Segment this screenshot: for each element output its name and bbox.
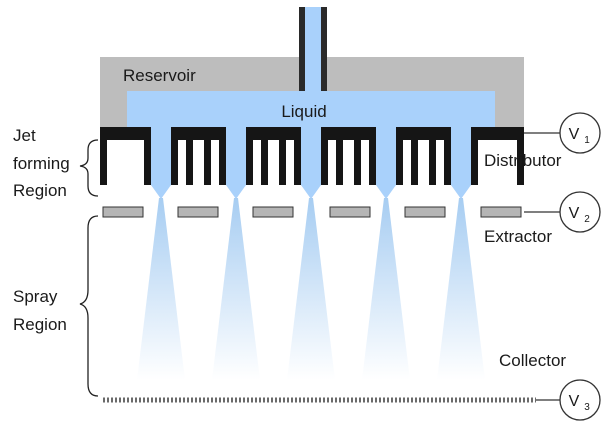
voltage-source-v1: V 1 [559, 112, 601, 154]
spray-cone [437, 198, 485, 380]
extractor [102, 206, 522, 218]
distributor-nozzle-wall [171, 127, 178, 185]
distributor-nozzle-wall [144, 127, 151, 185]
distributor-inner-wall [336, 127, 343, 185]
svg-text:1: 1 [584, 135, 590, 146]
spray-cones [137, 198, 485, 380]
distributor-inner-wall [186, 127, 193, 185]
distributor-outer-wall [100, 127, 107, 185]
distributor-channel [376, 127, 396, 185]
distributor-bar-segment [171, 127, 226, 140]
distributor-nozzle-wall [294, 127, 301, 185]
distributor-nozzle-wall [471, 127, 478, 185]
distributor-inner-wall [279, 127, 286, 185]
spray-cone [212, 198, 260, 380]
svg-text:2: 2 [584, 214, 590, 225]
distributor-bar-segment [396, 127, 451, 140]
svg-text:3: 3 [584, 402, 590, 413]
extractor-plate [480, 206, 522, 218]
spray-region-label-line2: Region [13, 315, 67, 334]
jet-region-label-line3: Region [13, 181, 67, 200]
distributor-bar-segment [246, 127, 301, 140]
svg-text:V: V [569, 126, 580, 143]
distributor-label: Distributor [484, 151, 562, 170]
jet-tip [151, 185, 171, 199]
distributor-nozzle-wall [219, 127, 226, 185]
extractor-plate [102, 206, 144, 218]
jet-tip [226, 185, 246, 199]
distributor-channel [151, 127, 171, 185]
distributor-bar-segment [321, 127, 376, 140]
distributor-inner-wall [429, 127, 436, 185]
jet-tip [376, 185, 396, 199]
spray-cone [362, 198, 410, 380]
collector-label: Collector [499, 351, 566, 370]
voltage-source-v3: V 3 [559, 379, 601, 421]
distributor-channel [451, 127, 471, 185]
extractor-plate [177, 206, 219, 218]
jet-tip [301, 185, 321, 199]
distributor-inner-wall [261, 127, 268, 185]
liquid-region [127, 91, 495, 127]
distributor-nozzle-wall [321, 127, 328, 185]
spray-cone [137, 198, 185, 380]
spray-cone [287, 198, 335, 380]
spray-region-label-line1: Spray [13, 287, 58, 306]
extractor-plate [252, 206, 294, 218]
jet-region-label-line2: forming [13, 154, 70, 173]
svg-text:V: V [569, 393, 580, 410]
distributor-nozzle-wall [369, 127, 376, 185]
distributor [100, 127, 524, 199]
distributor-inner-wall [411, 127, 418, 185]
jet-tip [451, 185, 471, 199]
distributor-nozzle-wall [396, 127, 403, 185]
feed-pipe-liquid [305, 7, 321, 95]
voltage-source-v2: V 2 [559, 191, 601, 233]
distributor-bar-segment [100, 127, 151, 140]
distributor-nozzle-wall [246, 127, 253, 185]
svg-text:V: V [569, 205, 580, 222]
liquid-label: Liquid [281, 102, 326, 121]
distributor-inner-wall [354, 127, 361, 185]
extractor-plate [329, 206, 371, 218]
distributor-channel [226, 127, 246, 185]
distributor-nozzle-wall [444, 127, 451, 185]
reservoir-label: Reservoir [123, 66, 196, 85]
distributor-inner-wall [204, 127, 211, 185]
jet-region-brace [79, 139, 99, 197]
distributor-channel [301, 127, 321, 185]
spray-region-brace [79, 215, 99, 397]
extractor-plate [404, 206, 446, 218]
jet-region-label-line1: Jet [13, 126, 36, 145]
extractor-label: Extractor [484, 227, 552, 246]
distributor-bar-segment [471, 127, 524, 140]
distributor-outer-wall [517, 127, 524, 185]
